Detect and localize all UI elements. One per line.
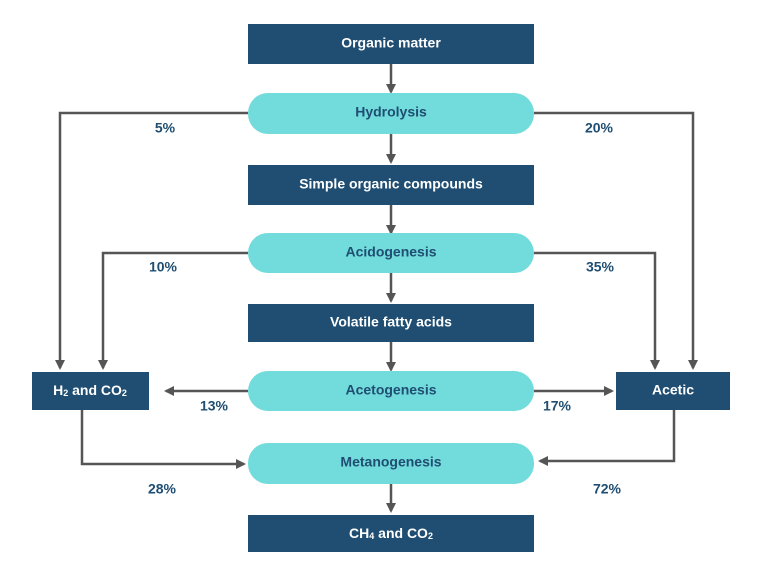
node-label: Simple organic compounds [299, 176, 483, 192]
pct-acetogenesis-left: 13% [200, 398, 229, 414]
arrow-hydrolysis-to-h2 [55, 111, 248, 370]
node-label: Acidogenesis [345, 244, 436, 260]
node-metanogenesis: Metanogenesis [248, 443, 534, 484]
node-h2-and-co2: H2 and CO2 [32, 372, 149, 410]
node-label: Volatile fatty acids [330, 314, 452, 330]
pct-metanogenesis-right: 72% [593, 481, 622, 497]
pct-hydrolysis-right: 20% [585, 120, 614, 136]
node-acetogenesis: Acetogenesis [248, 371, 534, 411]
pct-acidogenesis-right: 35% [586, 259, 615, 275]
arrow-hydrolysis-to-acetic [534, 111, 698, 370]
percentage-labels: 5% 20% 10% 35% 13% 17% 28% 72% [148, 120, 622, 497]
pct-metanogenesis-left: 28% [148, 481, 177, 497]
node-hydrolysis: Hydrolysis [248, 93, 534, 134]
arrow-h2-to-metanogenesis [80, 410, 246, 469]
node-label: Organic matter [341, 35, 441, 51]
node-label: CH4 and CO2 [349, 525, 433, 542]
arrow-acidogenesis-to-acetic [534, 251, 660, 370]
connectors [55, 64, 698, 513]
pct-acetogenesis-right: 17% [543, 398, 572, 414]
node-label: Hydrolysis [355, 104, 427, 120]
node-label: Acetic [652, 382, 694, 398]
node-label: H2 and CO2 [53, 382, 127, 399]
node-ch4-and-co2: CH4 and CO2 [248, 515, 534, 552]
pct-acidogenesis-left: 10% [149, 259, 178, 275]
node-volatile-fatty-acids: Volatile fatty acids [248, 304, 534, 342]
node-simple-organic-compounds: Simple organic compounds [248, 165, 534, 205]
node-label: Metanogenesis [340, 454, 441, 470]
node-organic-matter: Organic matter [248, 24, 534, 64]
arrow-acetic-to-metanogenesis [538, 410, 676, 466]
node-acidogenesis: Acidogenesis [248, 233, 534, 273]
node-acetic: Acetic [616, 372, 730, 410]
node-label: Acetogenesis [345, 382, 436, 398]
pct-hydrolysis-left: 5% [155, 120, 176, 136]
arrow-acidogenesis-to-h2 [98, 251, 248, 370]
